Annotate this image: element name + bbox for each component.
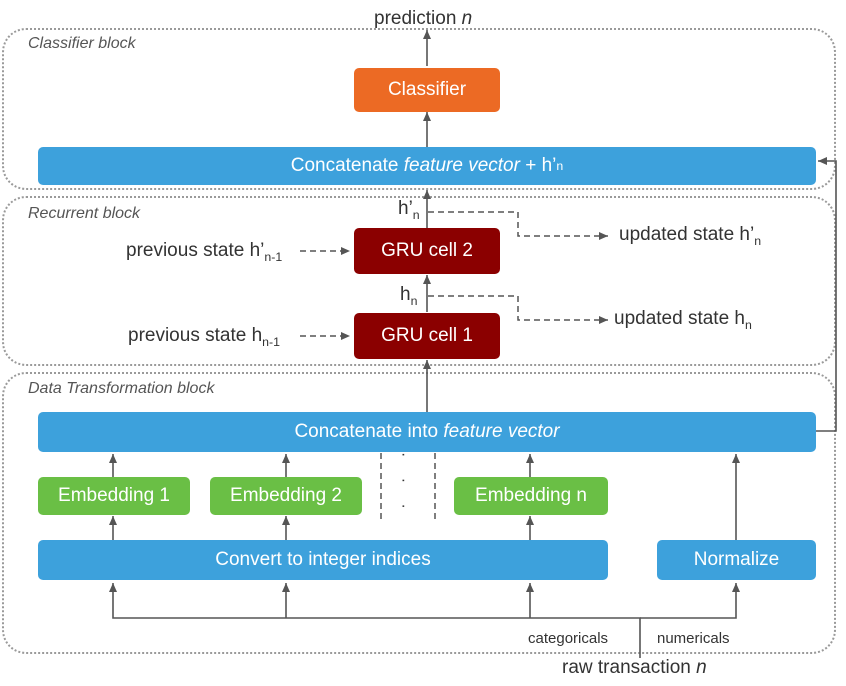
embedding-n-box: Embedding n [454,477,608,515]
raw-transaction-var: n [696,657,707,678]
prediction-label: prediction n [374,8,472,30]
gru-cell-1-box: GRU cell 1 [354,313,500,359]
concat-top-sub: n [556,159,564,173]
prev2-text: previous state h’ [126,240,265,261]
upd2-sub: n [754,233,762,248]
convert-indices-label: Convert to integer indices [215,549,431,570]
h-prime-sub: n [412,207,420,222]
concat-bottom-italic: feature vector [443,421,560,442]
h-label: hn [400,284,417,308]
classifier-block-label: Classifier block [28,35,136,52]
embedding-1-box: Embedding 1 [38,477,190,515]
ellipsis-dots: · · · [395,452,412,517]
prev1-text: previous state h [128,325,263,346]
recurrent-block-region [2,196,836,366]
numericals-label: numericals [657,630,730,647]
raw-transaction-text: raw transaction [562,657,691,678]
upd1-text: updated state h [614,308,745,329]
embedding-2-box: Embedding 2 [210,477,362,515]
convert-indices-box: Convert to integer indices [38,540,608,580]
normalize-label: Normalize [693,549,780,570]
raw-transaction-label: raw transaction n [562,657,707,679]
embedding-2-label: Embedding 2 [230,485,342,506]
prev1-sub: n-1 [262,334,280,349]
upd1-sub: n [745,317,752,332]
concatenate-bottom-box: Concatenate into feature vector [38,412,816,452]
updated-state-1-label: updated state hn [614,308,752,332]
h-prime-label: h’n [398,198,420,222]
h-sub: n [410,293,418,308]
concat-top-suffix: + h’ [525,155,557,176]
data-transformation-block-label: Data Transformation block [28,380,215,397]
h-text: h [400,284,411,305]
prev2-sub: n-1 [264,249,283,264]
h-prime-text: h’ [398,198,413,219]
recurrent-block-label: Recurrent block [28,205,141,222]
concat-bottom-prefix: Concatenate into [294,421,439,442]
classifier-label: Classifier [387,79,467,100]
concat-top-italic: feature vector [403,155,520,176]
previous-state-2-label: previous state h’n-1 [126,240,282,264]
prediction-text: prediction [374,8,457,29]
concatenate-top-box: Concatenate feature vector + h’n [38,147,816,185]
gru-cell-2-box: GRU cell 2 [354,228,500,274]
concat-top-prefix: Concatenate [290,155,399,176]
upd2-text: updated state h’ [619,224,755,245]
embedding-1-label: Embedding 1 [58,485,170,506]
embedding-n-label: Embedding n [475,485,587,506]
classifier-block-region [2,28,836,190]
gru-cell-2-label: GRU cell 2 [381,240,473,261]
prediction-var: n [461,8,473,29]
data-transformation-block-region [2,372,836,654]
gru-cell-1-label: GRU cell 1 [381,325,473,346]
normalize-box: Normalize [657,540,816,580]
previous-state-1-label: previous state hn-1 [128,325,280,349]
updated-state-2-label: updated state h’n [619,224,761,248]
categoricals-label: categoricals [528,630,609,647]
classifier-box: Classifier [354,68,500,112]
